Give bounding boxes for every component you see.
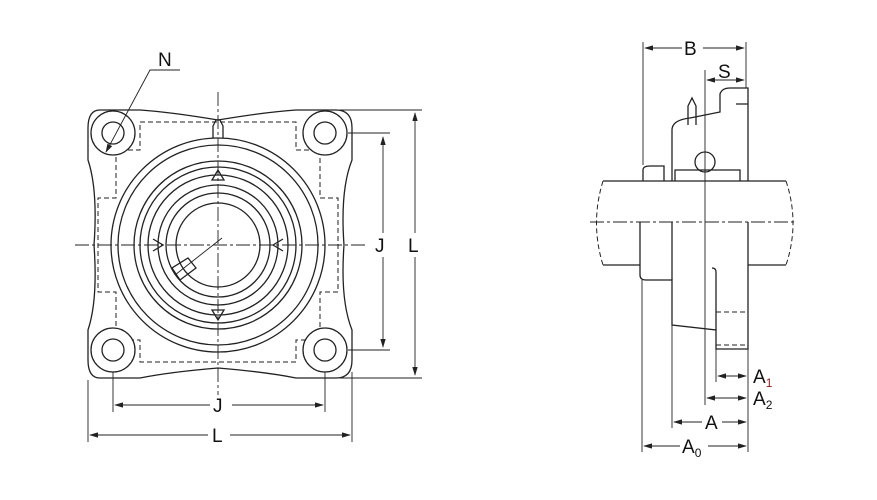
label-j-horizontal: J bbox=[213, 396, 223, 417]
label-l-horizontal: L bbox=[212, 426, 223, 447]
label-a2: A2 bbox=[753, 389, 773, 412]
label-a0: A0 bbox=[682, 437, 702, 460]
dimension-lines-side bbox=[641, 42, 749, 452]
grease-fitting bbox=[687, 96, 697, 125]
side-view: B S A1 A2 A A0 bbox=[590, 39, 795, 460]
shaft bbox=[603, 180, 786, 266]
label-l-vertical: L bbox=[408, 236, 419, 257]
hidden-flange bbox=[97, 121, 339, 363]
label-n: N bbox=[158, 50, 172, 71]
front-view: N J L J L bbox=[75, 50, 422, 447]
label-s: S bbox=[718, 62, 731, 83]
label-a: A bbox=[705, 413, 718, 434]
bolt-holes bbox=[90, 110, 348, 373]
label-j-vertical: J bbox=[375, 236, 385, 257]
dimension-lines-front bbox=[87, 109, 422, 442]
housing-section bbox=[639, 222, 749, 350]
label-b: B bbox=[684, 39, 697, 60]
housing-top bbox=[671, 87, 749, 181]
label-a1: A1 bbox=[753, 367, 773, 390]
